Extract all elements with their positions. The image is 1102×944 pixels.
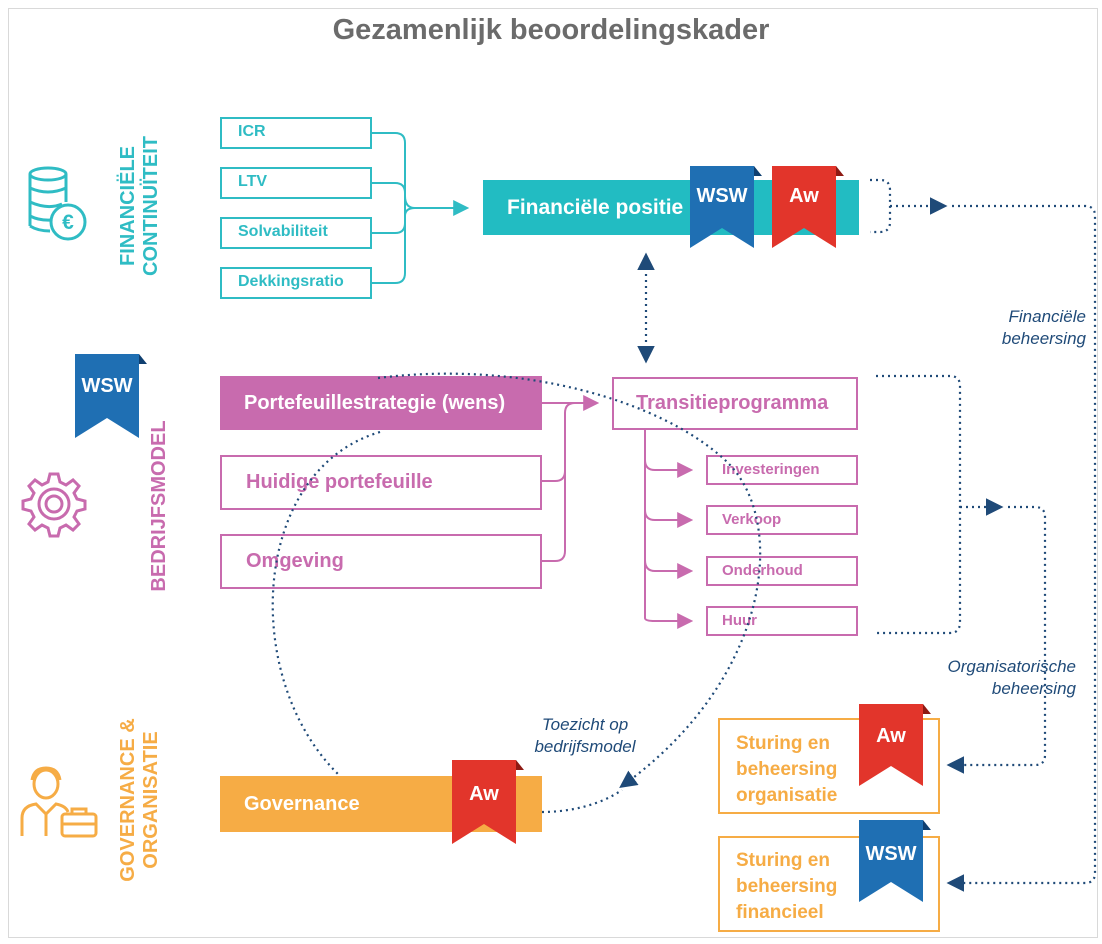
ratio-box-ltv: LTV bbox=[220, 167, 372, 199]
annotation-organizational-control: Organisatorische beheersing bbox=[947, 657, 1076, 698]
aw-badge-org-control: Aw bbox=[859, 704, 931, 786]
wsw-badge-business: WSW bbox=[75, 354, 147, 438]
businessman-icon bbox=[20, 766, 98, 838]
component-box-onderhoud: Onderhoud bbox=[706, 556, 858, 586]
svg-text:WSW: WSW bbox=[696, 185, 747, 207]
financial-position-label: Financiële positie bbox=[507, 196, 684, 219]
ratios-connector bbox=[372, 132, 470, 284]
aw-badge-governance: Aw bbox=[452, 760, 524, 844]
svg-text:Aw: Aw bbox=[876, 725, 906, 747]
svg-text:WSW: WSW bbox=[865, 843, 916, 865]
component-box-investeringen: Investeringen bbox=[706, 455, 858, 485]
page-title: Gezamenlijk beoordelingskader bbox=[332, 14, 770, 46]
gear-icon bbox=[21, 472, 87, 538]
transition-program-box: Transitieprogramma bbox=[612, 377, 858, 430]
notch-business bbox=[108, 489, 126, 521]
notch-financial bbox=[108, 190, 126, 222]
ratio-box-dekkingsratio: Dekkingsratio bbox=[220, 267, 372, 299]
component-box-huur: Huur bbox=[706, 606, 858, 636]
portfolio-strategy-box: Portefeuillestrategie (wens) bbox=[220, 376, 542, 430]
ratio-box-icr: ICR bbox=[220, 117, 372, 149]
database-euro-icon: € bbox=[28, 166, 87, 241]
annotation-oversight: Toezicht op bedrijfsmodel bbox=[534, 715, 636, 756]
svg-text:Aw: Aw bbox=[469, 783, 499, 805]
svg-text:WSW: WSW bbox=[81, 375, 132, 397]
wsw-badge-financial: WSW bbox=[690, 166, 762, 248]
current-portfolio-box: Huidige portefeuille bbox=[220, 455, 542, 510]
annotation-financial-control: Financiële beheersing bbox=[1001, 307, 1086, 348]
svg-text:Aw: Aw bbox=[789, 185, 819, 207]
control-loop-lines bbox=[271, 178, 1097, 892]
component-box-verkoop: Verkoop bbox=[706, 505, 858, 535]
notch-governance bbox=[108, 786, 126, 818]
svg-text:€: € bbox=[62, 211, 74, 234]
business-connector bbox=[542, 395, 694, 629]
frame-border bbox=[8, 8, 1098, 938]
wsw-badge-fin-control: WSW bbox=[859, 820, 931, 902]
ratio-box-solvabiliteit: Solvabiliteit bbox=[220, 217, 372, 249]
aw-badge-financial: Aw bbox=[772, 166, 844, 248]
